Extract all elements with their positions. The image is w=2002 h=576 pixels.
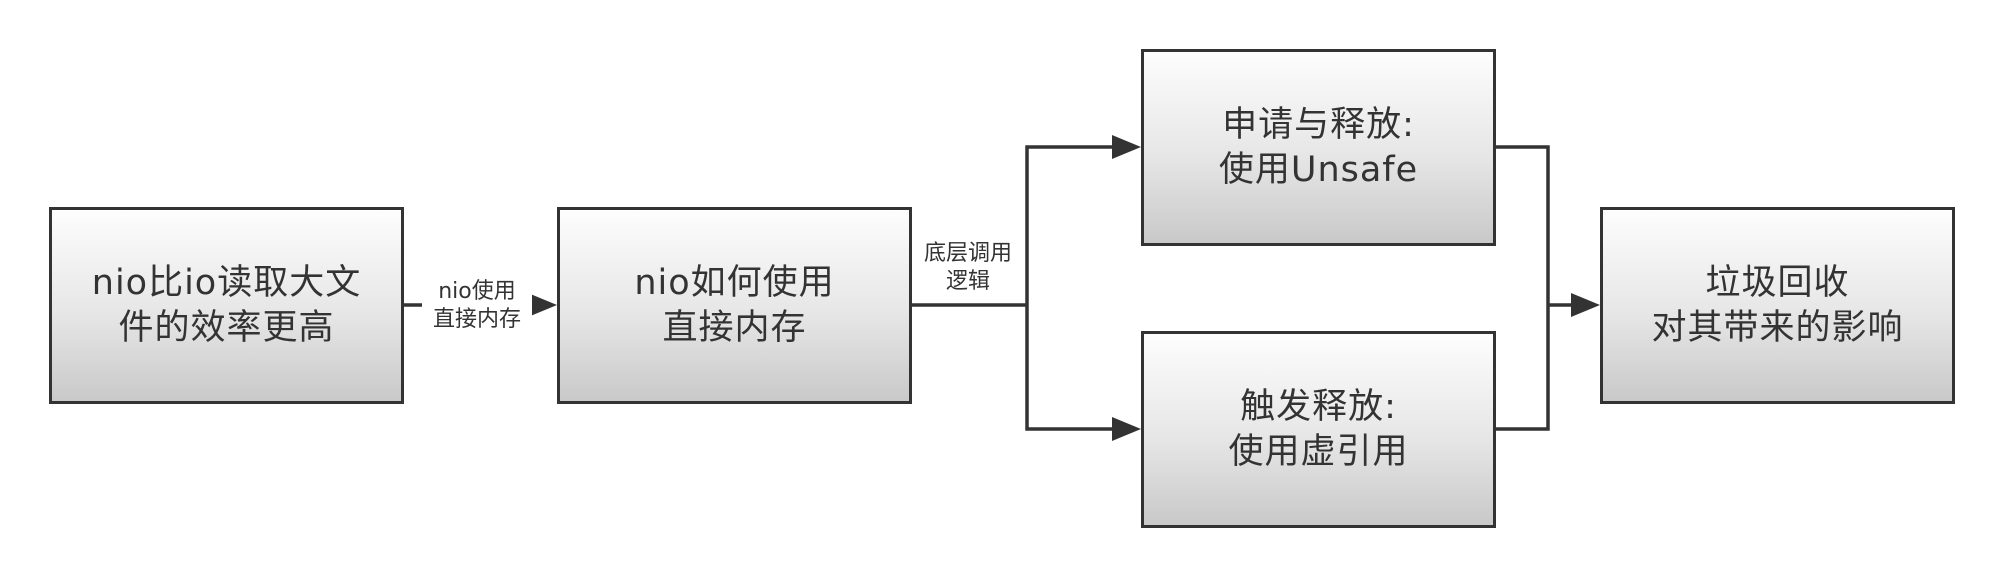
edge-arrowhead-1 — [528, 293, 557, 317]
node-allocate-release-unsafe-line2: 使用Unsafe — [1218, 149, 1419, 190]
edge-arrowhead-2a — [1112, 135, 1141, 159]
node-trigger-release-phantom-ref: 触发释放: 使用虚引用 — [1141, 331, 1496, 528]
node-nio-vs-io: nio比io读取大文 件的效率更高 — [49, 207, 404, 404]
node-gc-impact: 垃圾回收 对其带来的影响 — [1600, 207, 1955, 404]
node-gc-impact-line1: 垃圾回收 — [1705, 262, 1850, 303]
node-gc-impact-line2: 对其带来的影响 — [1651, 307, 1904, 348]
edge-label-underlying-logic-line2: 逻辑 — [945, 269, 990, 294]
edge-arrow-2b — [1025, 305, 1130, 431]
node-trigger-release-phantom-ref-line1: 触发释放: — [1240, 386, 1397, 427]
node-allocate-release-unsafe-line1: 申请与释放: — [1222, 104, 1415, 145]
edge-arrowhead-2b — [1112, 417, 1141, 441]
edge-label-nio-direct-memory-line2: 直接内存 — [432, 307, 521, 332]
node-how-nio-uses-direct-memory-line2: 直接内存 — [662, 307, 807, 348]
edge-arrow-4 — [1496, 305, 1550, 431]
edge-label-nio-direct-memory: nio使用 直接内存 — [422, 275, 532, 337]
node-how-nio-uses-direct-memory: nio如何使用 直接内存 — [557, 207, 912, 404]
edge-arrowhead-5 — [1571, 293, 1600, 317]
node-trigger-release-phantom-ref-line2: 使用虚引用 — [1228, 431, 1409, 472]
node-nio-vs-io-line2: 件的效率更高 — [118, 307, 335, 348]
edge-label-nio-direct-memory-line1: nio使用 — [438, 279, 516, 304]
edge-label-underlying-logic-line1: 底层调用 — [923, 241, 1012, 266]
node-how-nio-uses-direct-memory-line1: nio如何使用 — [634, 262, 835, 303]
edge-arrow-2a — [1025, 145, 1130, 305]
node-allocate-release-unsafe: 申请与释放: 使用Unsafe — [1141, 49, 1496, 246]
node-nio-vs-io-line1: nio比io读取大文 — [91, 262, 362, 303]
edge-arrow-3 — [1496, 145, 1550, 305]
edge-label-underlying-logic: 底层调用 逻辑 — [912, 236, 1024, 300]
